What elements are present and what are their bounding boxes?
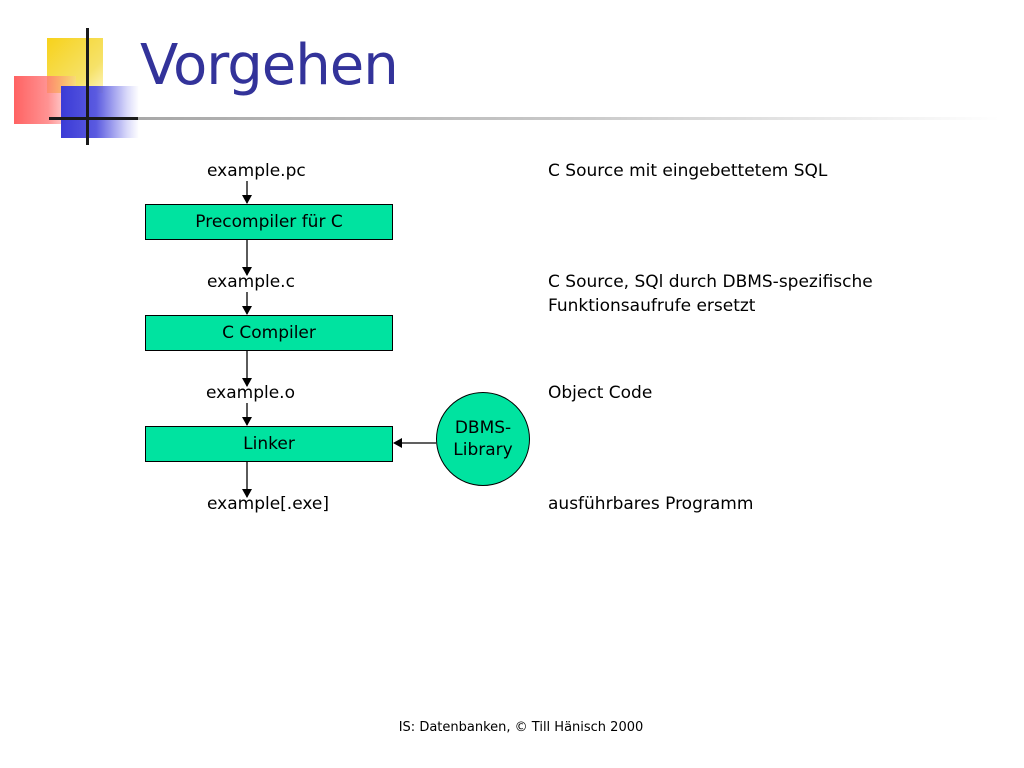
step-label: Precompiler für C <box>195 212 343 232</box>
slide-footer: IS: Datenbanken, © Till Hänisch 2000 <box>398 720 644 735</box>
logo-horizontal-line <box>49 117 149 120</box>
step-label: C Compiler <box>222 323 316 343</box>
file-label-o: example.o <box>206 383 295 403</box>
title-underline <box>138 117 1000 120</box>
file-label-c: example.c <box>207 272 295 292</box>
step-box-compiler: C Compiler <box>145 315 393 351</box>
dbms-library-circle: DBMS-Library <box>436 392 530 486</box>
library-label: DBMS-Library <box>453 418 513 460</box>
description-o: Object Code <box>548 383 653 403</box>
slide-title: Vorgehen <box>140 33 399 98</box>
description-c: C Source, SQl durch DBMS-spezifische Fun… <box>548 272 873 316</box>
step-box-linker: Linker <box>145 426 393 462</box>
logo-vertical-line <box>86 28 89 145</box>
logo-square-blue <box>61 86 139 138</box>
file-label-pc: example.pc <box>207 161 306 181</box>
step-label: Linker <box>243 434 295 454</box>
description-exe: ausführbares Programm <box>548 494 754 514</box>
file-label-exe: example[.exe] <box>207 494 329 514</box>
step-box-precompiler: Precompiler für C <box>145 204 393 240</box>
description-pc: C Source mit eingebettetem SQL <box>548 161 828 181</box>
